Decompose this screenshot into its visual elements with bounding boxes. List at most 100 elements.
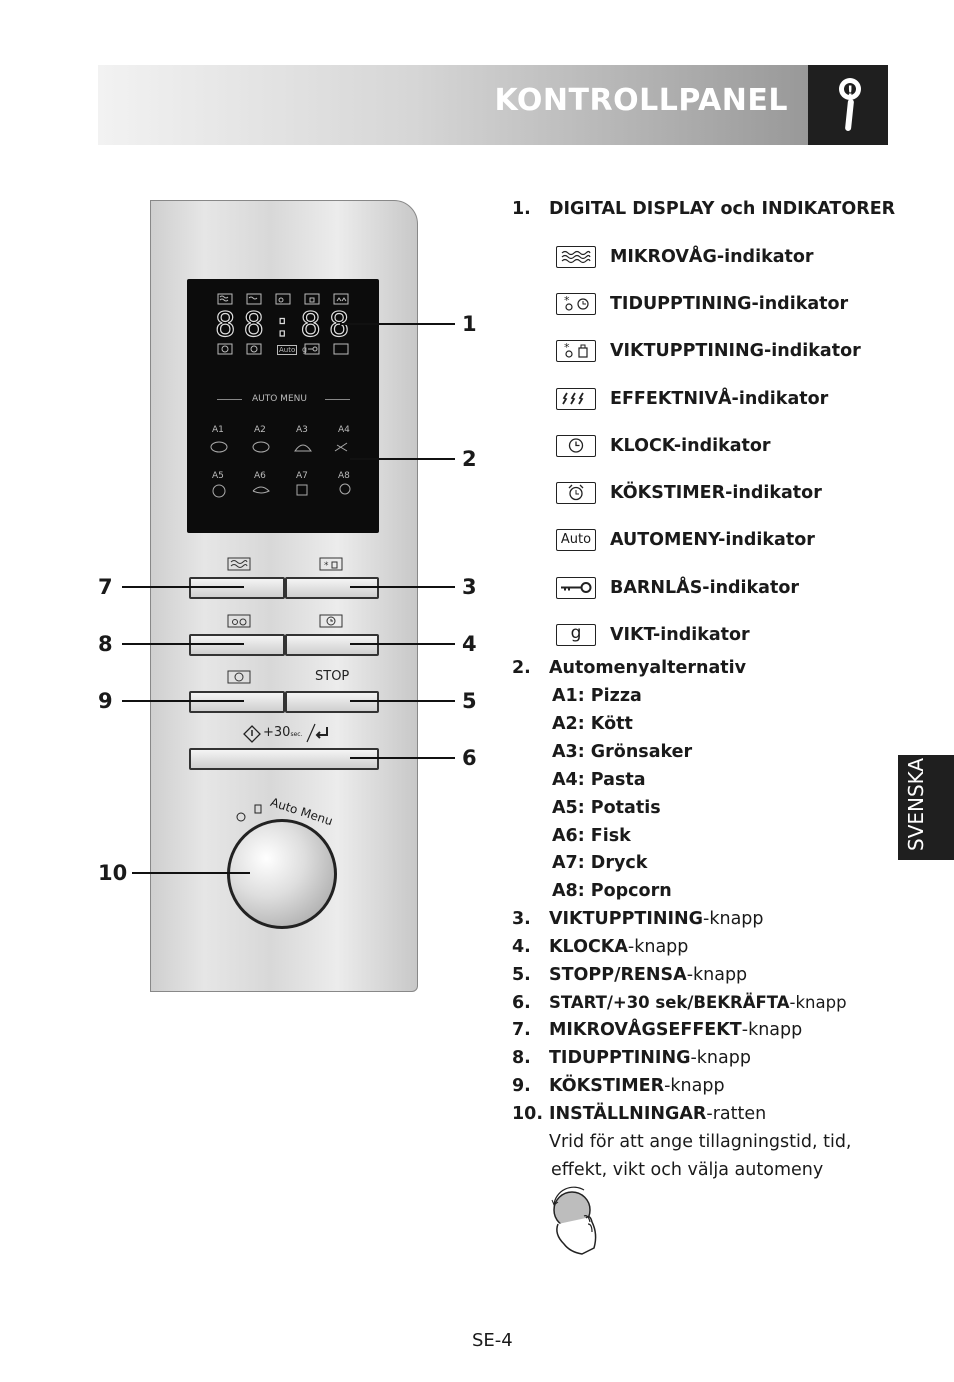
section2-number: 2. (512, 658, 531, 678)
weight-defrost-icon: * (319, 557, 343, 571)
indicator-label: TIDUPPTINING-indikator (610, 294, 849, 314)
svg-text:*: * (564, 294, 570, 307)
indicator-label: MIKROVÅG-indikator (610, 247, 814, 267)
info-icon-box: ! (808, 65, 888, 145)
digital-display: 88:88 Auto g AUTO MENU A1 A2 A3 A4 A5 A6… (187, 279, 379, 533)
section1-number: 1. (512, 199, 531, 219)
list-number: 4. (512, 937, 531, 957)
weight-defrost-icon: * (556, 340, 596, 362)
menu-code-a8: A8 (338, 471, 350, 481)
language-tab: SVENSKA (898, 755, 954, 860)
section2-title: Automenyalternativ (549, 658, 747, 678)
callout-9: 9 (98, 689, 113, 713)
list-item: START/+30 sek/BEKRÄFTA-knapp (549, 993, 847, 1012)
menu-code-a7: A7 (296, 471, 308, 481)
callout-5: 5 (462, 689, 477, 713)
callout-8: 8 (98, 632, 113, 656)
page-number: SE-4 (472, 1330, 513, 1351)
divider (217, 399, 242, 400)
auto-menu-food-icons (210, 441, 351, 498)
info-icon: ! (839, 78, 861, 131)
kitchen-timer-icon (556, 482, 596, 504)
menu-code-a4: A4 (338, 425, 350, 435)
callout-4: 4 (462, 632, 477, 656)
auto-menu-item: A5: Potatis (552, 798, 661, 818)
clock-button[interactable] (285, 634, 379, 656)
child-lock-icon (556, 577, 596, 599)
list-number: 5. (512, 965, 531, 985)
auto-menu-item: A2: Kött (552, 714, 633, 734)
list-item: MIKROVÅGSEFFEKT-knapp (549, 1020, 803, 1040)
indicator-label: BARNLÅS-indikator (610, 578, 800, 598)
callout-line (132, 872, 250, 874)
page-header: KONTROLLPANEL ! (98, 65, 888, 145)
callout-2: 2 (462, 447, 477, 471)
settings-dial[interactable] (227, 819, 337, 929)
confirm-enter-icon (306, 723, 328, 743)
indicator-label: KÖKSTIMER-indikator (610, 483, 822, 503)
control-panel-illustration: 88:88 Auto g AUTO MENU A1 A2 A3 A4 A5 A6… (150, 200, 418, 992)
display-weight-indicator: g (302, 345, 308, 354)
list-number: 3. (512, 909, 531, 929)
language-tab-label: SVENSKA (904, 757, 928, 851)
power-level-icon (556, 388, 596, 410)
list-number: 7. (512, 1020, 531, 1040)
auto-menu-item: A8: Popcorn (552, 881, 672, 901)
svg-text:!: ! (847, 84, 853, 100)
menu-code-a5: A5 (212, 471, 224, 481)
start-confirm-button[interactable] (189, 748, 379, 770)
callout-line (350, 643, 455, 645)
stop-label: STOP (315, 669, 350, 684)
indicator-label: VIKTUPPTINING-indikator (610, 341, 861, 361)
auto-menu-item: A7: Dryck (552, 853, 648, 873)
list-number: 10. (512, 1104, 544, 1124)
dial-turn-hand-icon (551, 1186, 597, 1255)
callout-line (122, 700, 244, 702)
svg-text:*: * (564, 341, 570, 354)
display-top-indicators (217, 293, 349, 305)
clock-icon (319, 614, 343, 628)
auto-menu-label: AUTO MENU (252, 394, 307, 404)
microwave-icon (556, 246, 596, 268)
list-item: KLOCKA-knapp (549, 937, 689, 957)
dial-description-line: Vrid för att ange tillagningstid, tid, (549, 1132, 852, 1152)
callout-line (340, 323, 455, 325)
callout-3: 3 (462, 575, 477, 599)
menu-code-a2: A2 (254, 425, 266, 435)
indicator-label: AUTOMENY-indikator (610, 530, 815, 550)
indicator-label: KLOCK-indikator (610, 436, 771, 456)
list-item: TIDUPPTINING-knapp (549, 1048, 751, 1068)
callout-line (122, 586, 244, 588)
section1-title: DIGITAL DISPLAY och INDIKATORER (549, 199, 896, 219)
callout-line (350, 757, 455, 759)
list-item: KÖKSTIMER-knapp (549, 1076, 725, 1096)
list-item: STOPP/RENSA-knapp (549, 965, 748, 985)
callout-1: 1 (462, 312, 477, 336)
microwave-icon (227, 557, 251, 571)
divider (325, 399, 350, 400)
auto-menu-icon: Auto (556, 529, 596, 551)
kitchen-timer-button[interactable] (189, 691, 285, 713)
microwave-power-button[interactable] (189, 577, 285, 599)
callout-6: 6 (462, 746, 477, 770)
knob-label-arc (236, 804, 262, 822)
display-auto-indicator: Auto (277, 345, 298, 355)
callout-10: 10 (98, 861, 128, 885)
weight-defrost-button[interactable] (285, 577, 379, 599)
list-number: 9. (512, 1076, 531, 1096)
auto-menu-item: A1: Pizza (552, 686, 642, 706)
start-icon (243, 725, 261, 743)
svg-text:*: * (324, 561, 329, 571)
list-item: INSTÄLLNINGAR-ratten (549, 1104, 767, 1124)
list-number: 8. (512, 1048, 531, 1068)
menu-code-a3: A3 (296, 425, 308, 435)
auto-menu-item: A4: Pasta (552, 770, 646, 790)
menu-code-a6: A6 (254, 471, 266, 481)
stop-clear-button[interactable] (285, 691, 379, 713)
display-bottom-indicators (217, 343, 349, 355)
weight-icon: g (556, 624, 596, 646)
menu-code-a1: A1 (212, 425, 224, 435)
callout-7: 7 (98, 575, 113, 599)
indicator-label: EFFEKTNIVÅ-indikator (610, 389, 829, 409)
time-defrost-button[interactable] (189, 634, 285, 656)
